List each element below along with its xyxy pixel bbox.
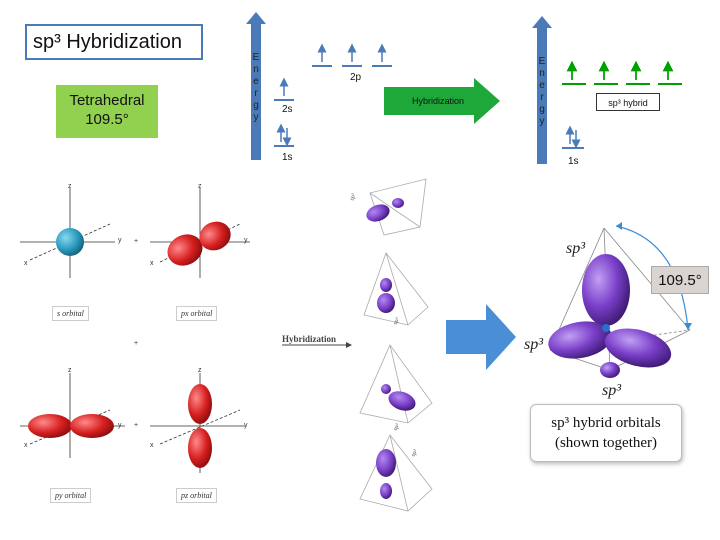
energy-letter: e (539, 80, 545, 91)
label-1s: 1s (282, 152, 293, 163)
axis-y: y (118, 237, 122, 244)
energy-letter: y (539, 116, 545, 127)
sp3-tag: sp³ (349, 193, 357, 202)
result-caption-line1: sp³ hybrid orbitals (551, 415, 661, 431)
label-2s: 2s (282, 104, 293, 115)
energy-letter: e (253, 76, 259, 87)
energy-letter: r (254, 88, 258, 99)
right-orbital-levels (562, 60, 682, 149)
axis-x: x (24, 260, 28, 267)
px-orbital-label: px orbital (176, 306, 218, 321)
sp3-tag: sp³ (393, 317, 402, 326)
hybridization-middle-label: Hybridization (282, 334, 337, 344)
axis-z: z (68, 367, 72, 374)
energy-letter: y (253, 112, 259, 123)
axis-y: y (244, 422, 248, 429)
axis-x: x (150, 260, 154, 267)
energy-letter: g (253, 100, 259, 111)
angle-badge: 109.5° (651, 266, 709, 294)
axis-x: x (24, 442, 28, 449)
sp3-tag: sp³ (393, 423, 402, 432)
energy-letter: E (538, 56, 546, 67)
atomic-orbitals-panel (20, 188, 250, 473)
energy-letter: g (539, 104, 545, 115)
result-caption: sp³ hybrid orbitals (shown together) (530, 404, 682, 462)
energy-axis-left (246, 12, 266, 160)
energy-letter: n (539, 68, 545, 79)
py-orbital (20, 373, 125, 458)
result-arrow (446, 304, 516, 370)
axis-x: x (150, 442, 154, 449)
sp3-combined (548, 222, 692, 378)
left-orbital-levels (274, 43, 392, 147)
geometry-angle: 109.5° (85, 111, 129, 128)
label-2p: 2p (350, 72, 362, 83)
plus-sign: + (134, 238, 139, 245)
sp3-label-top: sp³ (566, 240, 586, 257)
s-orbital (20, 188, 115, 278)
axis-z: z (198, 183, 202, 190)
hybridization-middle-arrow (282, 342, 352, 348)
axis-z: z (68, 183, 72, 190)
py-orbital-label: py orbital (50, 488, 92, 503)
result-caption-line2: (shown together) (554, 435, 658, 451)
sp3-tag: sp³ (411, 449, 420, 458)
energy-letter: n (253, 64, 259, 75)
page-title: sp³ Hybridization (25, 24, 203, 60)
hybridization-arrow (384, 78, 500, 124)
energy-axis-right (532, 16, 552, 164)
label-1s-right: 1s (568, 156, 579, 167)
px-orbital (150, 188, 250, 278)
energy-letter: r (540, 92, 544, 103)
axis-y: y (244, 237, 248, 244)
hybridization-arrow-label: Hybridization (412, 96, 465, 106)
geometry-name: Tetrahedral (69, 92, 145, 109)
sp3-label-left: sp³ (524, 336, 544, 353)
pz-orbital-label: pz orbital (176, 488, 217, 503)
single-sp3-stack: sp³ sp³ sp³ sp³ (349, 178, 433, 512)
plus-sign: + (134, 340, 139, 347)
s-orbital-label: s orbital (52, 306, 89, 321)
pz-orbital (150, 373, 245, 473)
sp3-hybrid-label: sp³ hybrid (596, 93, 660, 111)
geometry-badge: Tetrahedral 109.5° (56, 85, 158, 138)
sp3-label-bottom: sp³ (602, 382, 622, 399)
energy-axis-right-label: E n e r g y (536, 56, 548, 128)
plus-sign: + (134, 422, 139, 429)
energy-letter: E (252, 52, 260, 63)
axis-y: y (118, 422, 122, 429)
energy-axis-left-label: E n e r g y (250, 52, 262, 124)
axis-z: z (198, 367, 202, 374)
